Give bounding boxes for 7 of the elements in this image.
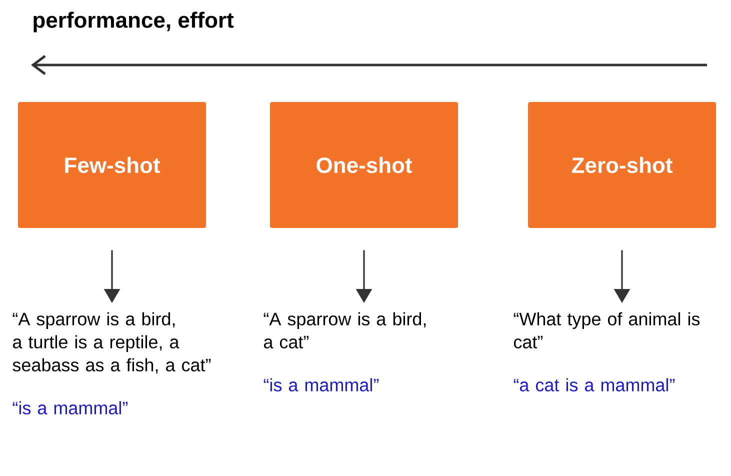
process-box: One-shot — [270, 102, 458, 228]
example-text: “A sparrow is a bird, a turtle is a reptile, a seabass as a fish, a cat” “is a mammal” — [12, 312, 211, 414]
example-text: “A sparrow is a bird, a cat” “is a mammal” — [264, 312, 426, 392]
heading: performance, effort — [34, 12, 234, 32]
example-text: “What type of animal is cat” “a cat is a mammal” — [514, 312, 700, 392]
process-box: Zero-shot — [528, 102, 716, 228]
process-box: Few-shot — [18, 102, 206, 228]
